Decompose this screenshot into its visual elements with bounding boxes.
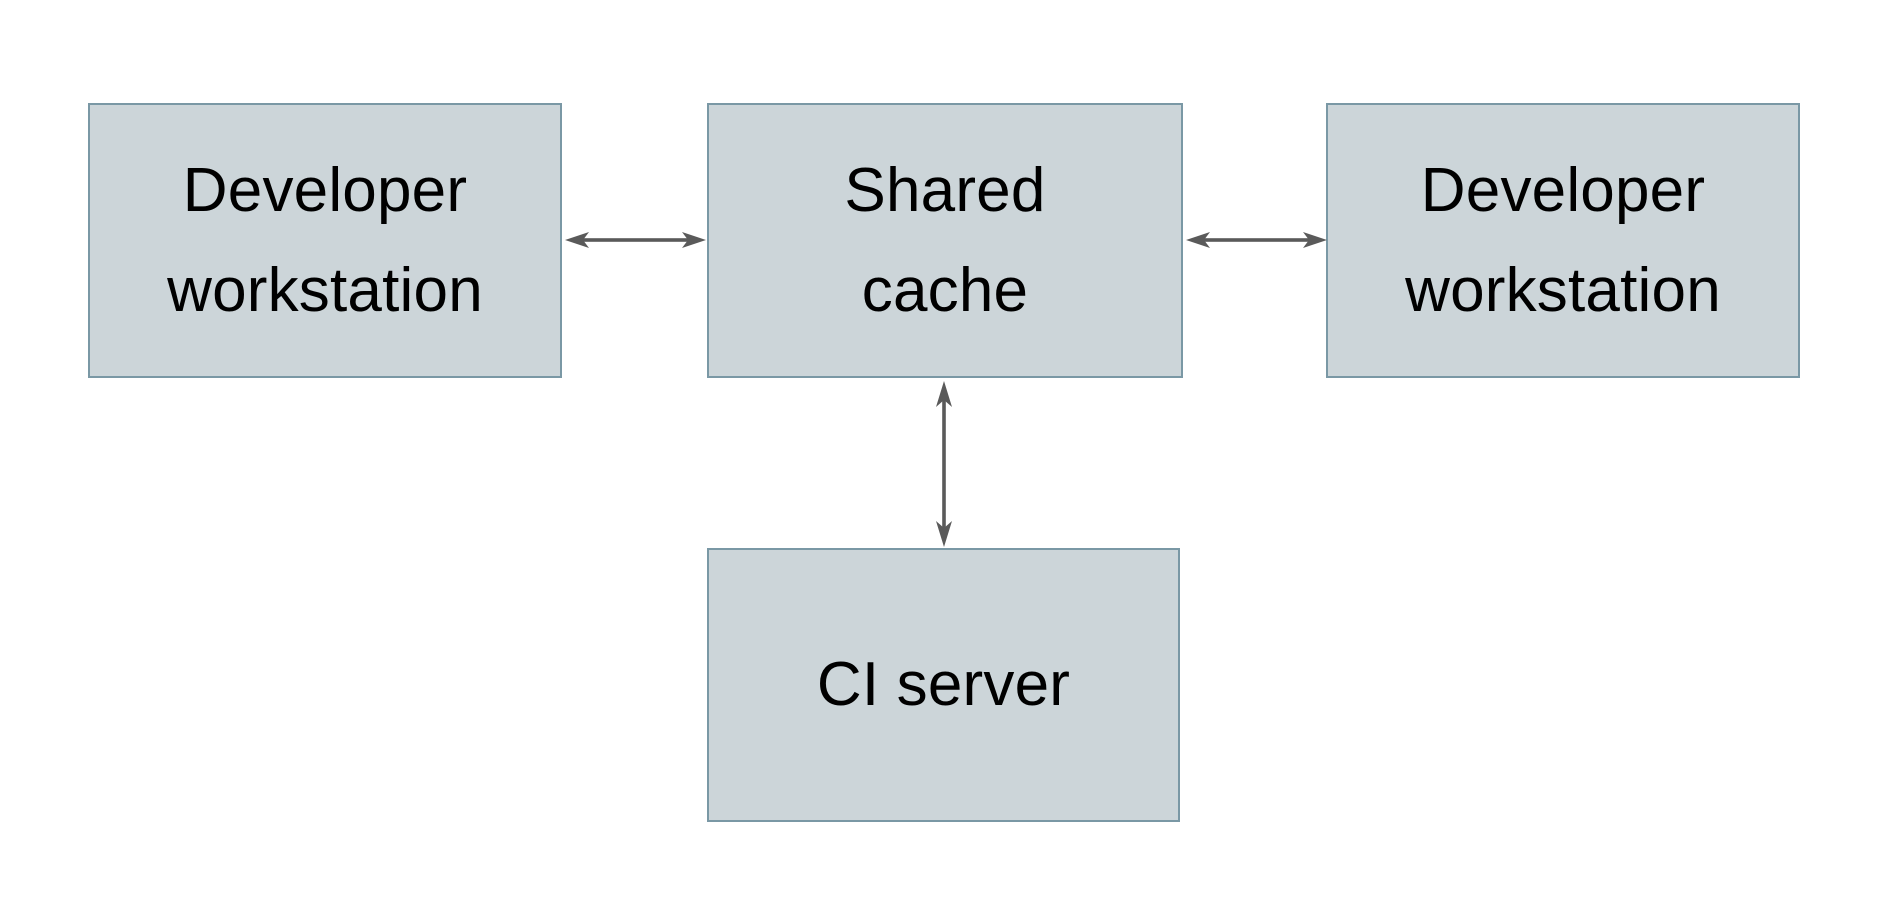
edge-left-workstation-to-cache[interactable] [563,216,708,264]
node-label-dev-workstation-right: Developer workstation [1405,155,1721,325]
double-arrow-horizontal-icon [1186,232,1327,248]
node-ci-server[interactable]: CI server [707,548,1180,822]
node-label-ci-server: CI server [816,650,1071,719]
edge-cache-to-ci-server[interactable] [920,379,968,549]
node-shared-cache[interactable]: Shared cache [707,103,1183,378]
double-arrow-vertical-icon [936,381,952,547]
node-dev-workstation-left[interactable]: Developer workstation [88,103,562,378]
node-dev-workstation-right[interactable]: Developer workstation [1326,103,1800,378]
edge-cache-to-right-workstation[interactable] [1184,216,1329,264]
node-label-dev-workstation-left: Developer workstation [167,155,483,325]
node-label-shared-cache: Shared cache [844,155,1046,325]
double-arrow-horizontal-icon [565,232,706,248]
